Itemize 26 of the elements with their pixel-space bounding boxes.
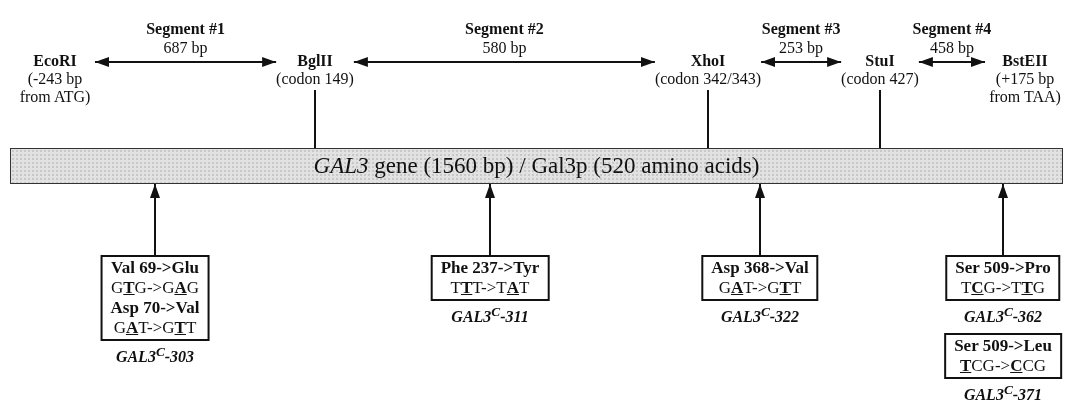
mutation-box: Val 69->Glu GTG->GAG Asp 70->Val GAT->GTT <box>100 255 210 341</box>
arrow <box>150 183 160 256</box>
arrow <box>755 183 765 256</box>
arrow <box>352 57 656 67</box>
allele-label: GAL3$^{C}$-371 <box>963 382 1043 405</box>
arrow <box>760 57 843 67</box>
restriction-site-label: BglII (codon 149) <box>276 52 354 88</box>
restriction-site-label: EcoRI (-243 bp from ATG) <box>15 52 95 106</box>
restriction-site-label: XhoI (codon 342/343) <box>654 52 762 88</box>
mutation-box: Phe 237->Tyr TTT->TAT <box>430 255 550 301</box>
connector-line <box>707 89 709 149</box>
arrow <box>917 57 986 67</box>
mutation-box: Ser 509->Pro TCG->TTG <box>945 255 1061 301</box>
connector-line <box>314 89 316 149</box>
allele-label: GAL3$^{C}$-322 <box>720 304 800 327</box>
allele-label: GAL3$^{C}$-362 <box>963 304 1043 327</box>
connector-line <box>879 89 881 149</box>
arrow <box>485 183 495 256</box>
allele-label: GAL3$^{C}$-311 <box>451 304 529 327</box>
gene-bar-text: GAL3 gene (1560 bp) / Gal3p (520 amino acids) <box>313 153 760 179</box>
allele-label: GAL3$^{C}$-303 <box>115 344 195 367</box>
mutation-box: Ser 509->Leu TCG->CCG <box>944 333 1062 379</box>
arrow <box>94 57 278 67</box>
arrow <box>998 183 1008 256</box>
gene-bar <box>10 148 1063 184</box>
mutation-box: Asp 368->Val GAT->GTT <box>701 255 819 301</box>
